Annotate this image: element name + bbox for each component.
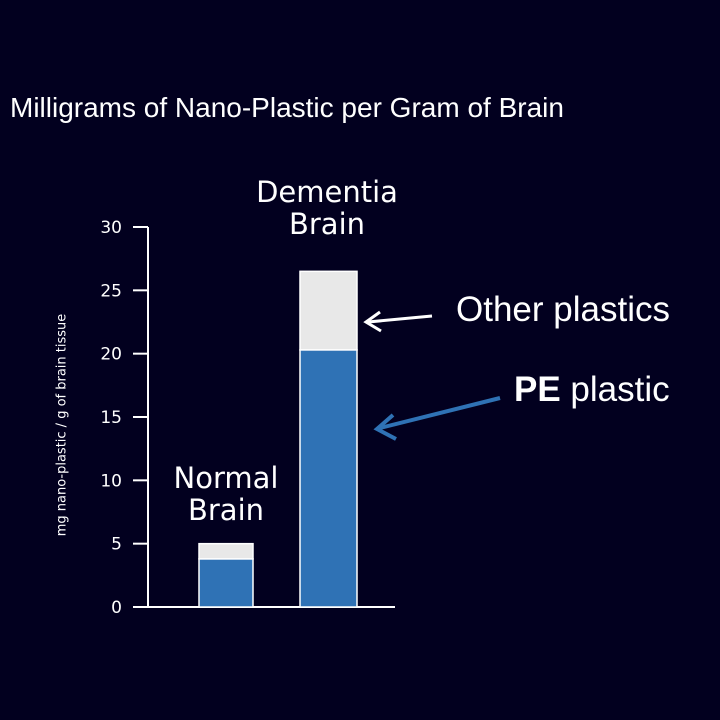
other-plastics-arrowhead [363, 310, 382, 333]
category-label-dementia: Dementia Brain [227, 176, 427, 240]
bar-pe-plastic [299, 349, 358, 608]
y-tick-label: 30 [100, 218, 122, 238]
pe-plastic-arrow [379, 396, 501, 430]
category-label-normal: Normal Brain [126, 462, 326, 526]
legend-other-plastics: Other plastics [456, 290, 670, 329]
category-line: Brain [187, 493, 265, 527]
legend-pe-plastic: PE plastic [514, 370, 670, 410]
category-line: Dementia [256, 175, 398, 209]
y-tick-label: 20 [100, 345, 122, 365]
pe-bold: PE [514, 370, 561, 409]
bar-other-plastics [299, 270, 358, 351]
chart-title: Milligrams of Nano-Plastic per Gram of B… [10, 92, 564, 123]
category-line: Brain [288, 207, 366, 241]
y-tick-label: 15 [100, 408, 122, 428]
bar-other-plastics [198, 542, 254, 560]
pe-plastic-arrowhead [373, 413, 397, 441]
y-tick-label: 25 [100, 281, 122, 301]
category-line: Normal [173, 461, 279, 495]
y-tick-label: 0 [111, 598, 122, 618]
pe-rest: plastic [560, 370, 670, 409]
other-plastics-arrow [367, 314, 433, 324]
y-tick-label: 5 [111, 535, 122, 555]
bar-pe-plastic [198, 558, 254, 608]
y-tick-label: 10 [100, 471, 122, 491]
